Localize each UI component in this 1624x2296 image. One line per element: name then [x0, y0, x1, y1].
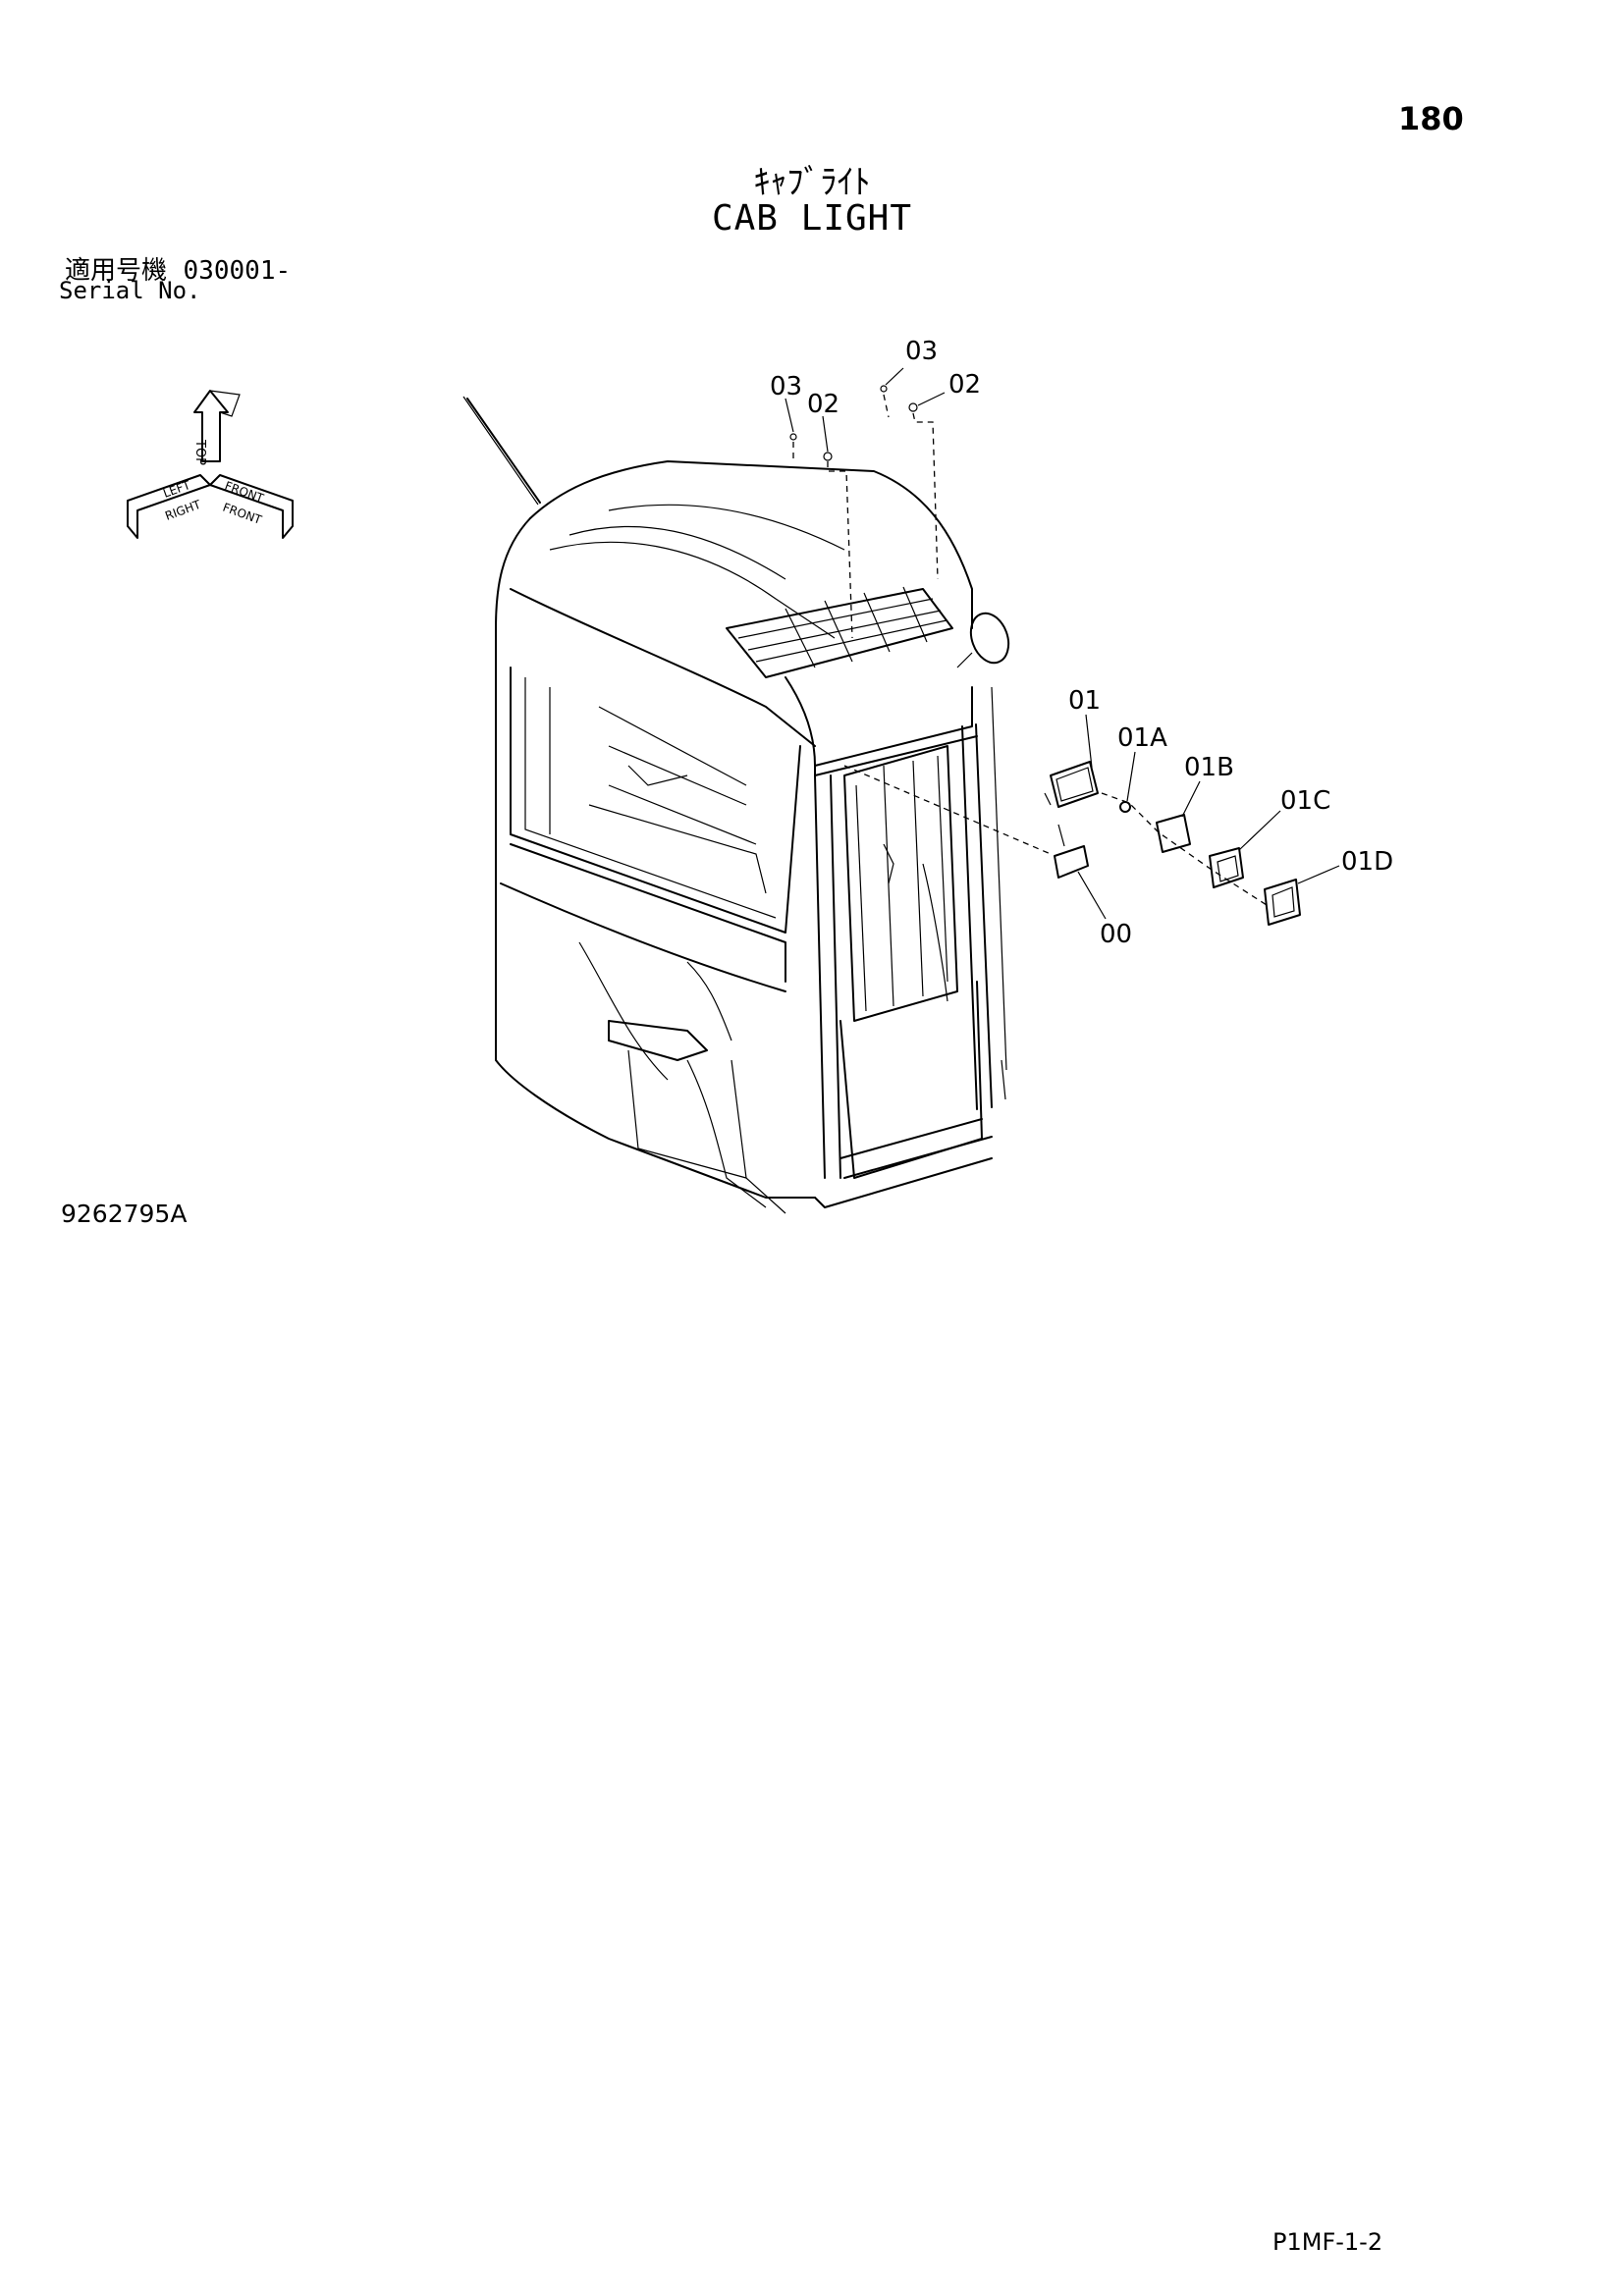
- serial-number-value: 030001-: [183, 256, 292, 286]
- orientation-front-label: FRONT: [221, 501, 264, 527]
- label-03-right: 03: [905, 337, 938, 366]
- top-arrow-icon: [193, 390, 229, 462]
- nut-right: [908, 402, 918, 412]
- label-01D: 01D: [1341, 847, 1393, 877]
- orientation-top-label: TOP: [192, 439, 207, 465]
- lens: [1209, 847, 1244, 888]
- gasket: [1156, 814, 1191, 853]
- side-mirror: [969, 612, 1010, 665]
- label-02-left: 02: [807, 390, 839, 419]
- cab-side-body: [495, 642, 816, 1199]
- lamp-body: [1050, 761, 1099, 808]
- label-01B: 01B: [1184, 753, 1234, 782]
- label-00: 00: [1100, 920, 1132, 949]
- label-03-left: 03: [770, 372, 802, 401]
- serial-label-english: Serial No.: [59, 277, 201, 304]
- sheet-code: P1MF-1-2: [1272, 2228, 1383, 2256]
- orientation-indicator: TOP LEFT RIGHT FRONT FRONT: [127, 390, 294, 539]
- page-number: 180: [1398, 100, 1464, 137]
- label-02-right: 02: [948, 370, 981, 400]
- title-japanese: ｷｬﾌﾞﾗｲﾄ: [753, 163, 871, 202]
- screw: [1119, 801, 1131, 813]
- front-window: [843, 745, 958, 1022]
- front-arrow-icon: [209, 474, 294, 539]
- page-title: CAB LIGHT: [711, 198, 913, 239]
- nut-left: [823, 452, 833, 461]
- top-arrow-side: [209, 390, 241, 417]
- bracket: [1054, 845, 1089, 879]
- lamp-rim: [1264, 879, 1301, 926]
- front-pillar-right: [961, 725, 978, 1110]
- washer-right: [880, 385, 888, 393]
- label-01A: 01A: [1117, 723, 1167, 753]
- part-labels: 03 02 03 02 01 01A 01B 01C 01D 00: [770, 337, 1393, 949]
- drawing-number: 9262795A: [61, 1200, 188, 1228]
- label-01: 01: [1068, 686, 1101, 716]
- serial-label-jp-text: 適用号機: [65, 256, 168, 286]
- roof-hardware: [789, 385, 939, 639]
- roof-guard: [726, 588, 953, 678]
- cab-illustration: [462, 396, 1010, 1214]
- antenna: [466, 398, 541, 504]
- washer-left: [789, 433, 797, 441]
- cab-roof: [529, 460, 973, 629]
- front-pillar-left: [814, 774, 826, 1179]
- label-01C: 01C: [1280, 786, 1330, 816]
- orientation-right-label: RIGHT: [163, 498, 203, 523]
- serial-label-japanese: 適用号機 030001-: [65, 250, 291, 287]
- cab-light-parts: [843, 761, 1301, 926]
- step: [608, 1020, 708, 1061]
